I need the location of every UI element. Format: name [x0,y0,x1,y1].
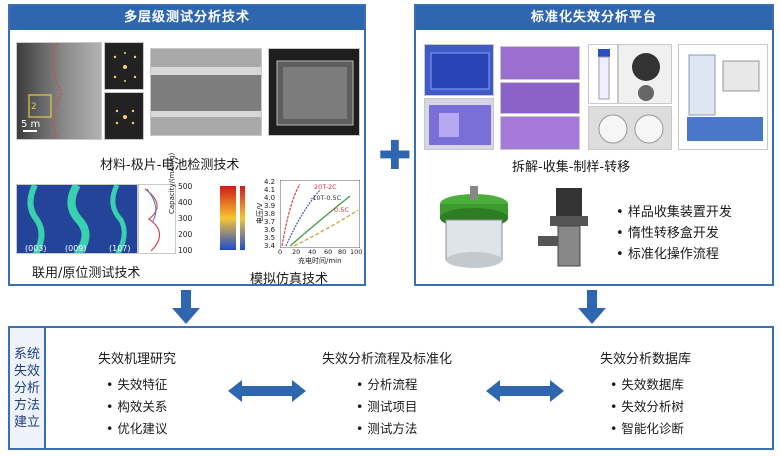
list-item: 构效关系 [106,396,167,418]
pouch-cell-image-1 [424,44,494,96]
electrode-sheet-image-1 [500,46,580,80]
left-panel-title: 多层级测试分析技术 [10,6,364,30]
capacity-axis: 500 400 300 200 100 [178,182,204,256]
sample-tube-image [588,44,618,104]
voltage-tick: 3.8 [264,210,276,218]
failure-mechanism-title: 失效机理研究 [98,352,177,367]
material-electrode-battery-caption: 材料-极片-电池检测技术 [100,158,240,173]
list-item: 测试项目 [356,396,417,418]
platform-bullets: 样品收集装置开发 惰性转移盒开发 标准化操作流程 [616,202,732,265]
curve-label-2: -10T-0.5C [310,194,342,202]
insitu-caption: 联用/原位测试技术 [32,266,141,281]
curve-label-3: 0.5C [334,206,349,214]
failure-database-list: 失效数据库 失效分析树 智能化诊断 [610,374,684,440]
curve-label-1: 20T-2C [314,183,337,191]
right-panel: 标准化失效分析平台 拆解-收集-制样-转移 [414,4,774,286]
electrode-sheet-image-3 [500,116,580,150]
sample-pellets-image [588,106,672,150]
electrode-sheet-image-2 [500,82,580,114]
capacity-axis-label: Capacity/(mAh/g) [168,152,176,214]
tem-marker: 2 [31,102,37,112]
diffraction-pattern-2 [104,92,144,140]
diffraction-pattern-1 [104,42,144,90]
failure-database-title: 失效分析数据库 [600,352,692,367]
list-item: 优化建议 [106,418,167,440]
instrument-image [678,44,768,150]
insitu-xrd-image: (003) (009) (107) [16,184,138,254]
voltage-tick: 4.0 [264,194,276,202]
down-arrow-icon [578,290,606,324]
time-ticks: 0 20 40 60 80 100 [278,248,362,256]
electrode-sem-image [150,48,262,136]
side-label: 系统失效分析方法建立 [13,346,40,430]
platform-bullet: 样品收集装置开发 [616,202,732,223]
battery-ct-image [268,48,360,136]
disassembly-caption: 拆解-收集-制样-转移 [512,160,631,175]
capacity-tick: 300 [178,214,193,223]
tem-scale-label: 5 m [21,119,40,130]
side-label-box: 系统失效分析方法建立 [10,328,46,448]
platform-bullet: 标准化操作流程 [616,244,732,265]
transfer-box-drawing [532,182,606,276]
list-item: 智能化诊断 [610,418,684,440]
platform-bullet: 惰性转移盒开发 [616,223,732,244]
time-axis-label: 充电时间/min [298,257,342,265]
time-tick: 100 [350,248,363,256]
left-panel: 多层级测试分析技术 2 5 m 材料-极片-电池检测技术 [8,4,366,287]
capacity-tick: 400 [178,198,193,207]
list-item: 失效特征 [106,374,167,396]
tem-image: 2 5 m [16,42,102,140]
time-tick: 60 [324,248,333,256]
simulation-caption: 模拟仿真技术 [250,272,329,287]
capacity-tick: 500 [178,182,193,191]
list-item: 分析流程 [356,374,417,396]
collection-device-drawing [422,178,526,276]
double-arrow-icon [486,380,564,402]
time-tick: 0 [278,248,283,256]
capacity-tick: 100 [178,246,193,255]
voltage-tick: 3.6 [264,226,276,234]
capacity-curve-plot [138,184,176,254]
voltage-tick: 3.4 [264,242,276,250]
simulation-heatmap [216,182,256,254]
time-tick: 80 [338,248,347,256]
list-item: 失效分析树 [610,396,684,418]
insitu-label-009: (009) [65,244,87,253]
insitu-label-003: (003) [25,244,47,253]
voltage-tick: 4.2 [264,178,276,186]
time-tick: 40 [308,248,317,256]
list-item: 失效数据库 [610,374,684,396]
analysis-process-list: 分析流程 测试项目 测试方法 [356,374,417,440]
right-panel-title: 标准化失效分析平台 [416,6,772,30]
insitu-label-107: (107) [109,244,131,253]
voltage-tick: 4.1 [264,186,276,194]
voltage-time-chart: 电压/V 4.2 4.1 4.0 3.9 3.8 3.7 3.6 3.5 3.4… [256,178,362,266]
list-item: 测试方法 [356,418,417,440]
time-tick: 20 [292,248,301,256]
plus-icon: ✚ [378,133,412,179]
capacity-tick: 200 [178,230,193,239]
voltage-tick: 3.9 [264,202,276,210]
down-arrow-icon [172,290,200,324]
failure-mechanism-list: 失效特征 构效关系 优化建议 [106,374,167,440]
pouch-cell-image-2 [424,98,494,150]
voltage-tick: 3.5 [264,234,276,242]
analysis-process-title: 失效分析流程及标准化 [322,352,453,367]
bottom-panel: 系统失效分析方法建立 失效机理研究 失效特征 构效关系 优化建议 失效分析流程及… [8,326,774,450]
sample-disk-image [618,44,672,104]
voltage-tick: 3.7 [264,218,276,226]
voltage-curves: 20T-2C -10T-0.5C 0.5C [280,180,360,248]
double-arrow-icon [228,380,306,402]
